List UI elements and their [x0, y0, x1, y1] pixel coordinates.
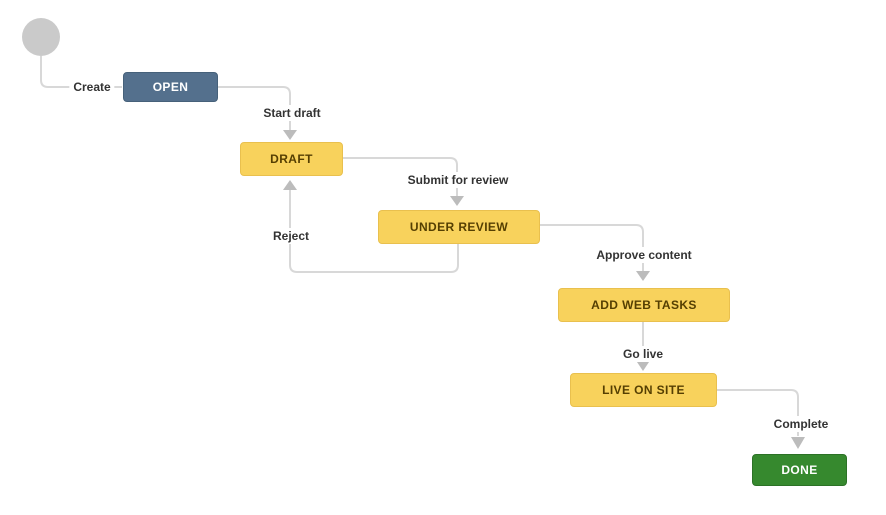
- transition-label-reject: Reject: [268, 228, 314, 244]
- node-live-on-site[interactable]: LIVE ON SITE: [570, 373, 717, 407]
- connector-complete: [717, 389, 799, 436]
- transition-label-go-live: Go live: [618, 346, 668, 362]
- transition-label-complete: Complete: [769, 416, 833, 432]
- node-draft[interactable]: DRAFT: [240, 142, 343, 176]
- transition-label-approve-content: Approve content: [592, 247, 696, 263]
- node-open[interactable]: OPEN: [123, 72, 218, 102]
- node-under-review[interactable]: UNDER REVIEW: [378, 210, 540, 244]
- connector-create: [40, 56, 122, 88]
- node-add-web-tasks[interactable]: ADD WEB TASKS: [558, 288, 730, 322]
- transition-label-create: Create: [69, 79, 115, 95]
- connector-start-draft: [218, 86, 291, 130]
- connector-submit-for-review: [343, 157, 458, 196]
- arrowhead-complete: [791, 437, 805, 449]
- arrowhead-start-draft: [283, 130, 297, 140]
- connector-approve-content: [540, 224, 644, 271]
- transition-label-submit-for-review: Submit for review: [403, 172, 513, 188]
- node-done[interactable]: DONE: [752, 454, 847, 486]
- transition-label-start-draft: Start draft: [259, 105, 325, 121]
- connector-reject: [289, 190, 459, 273]
- start-node-circle: [22, 18, 60, 56]
- arrowhead-go-live: [637, 362, 649, 371]
- arrowhead-submit-for-review: [450, 196, 464, 206]
- arrowhead-reject: [283, 180, 297, 190]
- arrowhead-approve-content: [636, 271, 650, 281]
